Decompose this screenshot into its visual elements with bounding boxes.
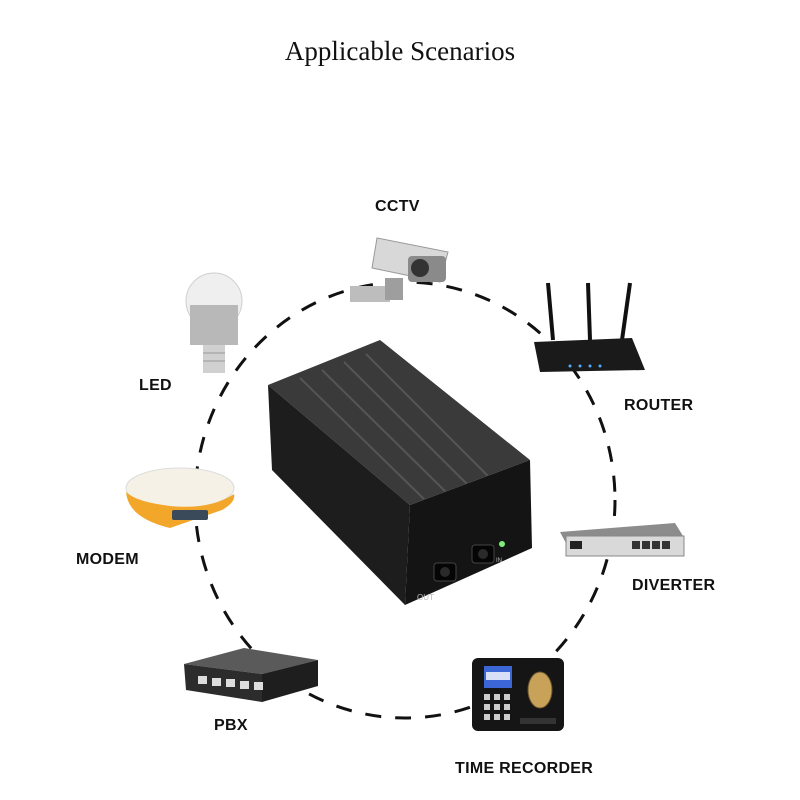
label-diverter: DIVERTER <box>632 577 716 594</box>
modem-icon <box>125 467 235 528</box>
fingerprint-time-recorder-icon <box>472 658 564 731</box>
port-in-label: IN <box>496 558 502 564</box>
page-title: Applicable Scenarios <box>284 36 516 66</box>
mini-ups-device: OUT IN <box>268 340 532 605</box>
label-router: ROUTER <box>624 397 694 414</box>
led-bulb-icon <box>185 272 243 373</box>
port-out-label: OUT <box>417 593 434 602</box>
cctv-camera-icon <box>350 237 449 302</box>
label-modem: MODEM <box>76 551 139 568</box>
label-pbx: PBX <box>214 717 248 734</box>
wifi-router-icon <box>534 282 645 372</box>
label-cctv: CCTV <box>375 198 420 215</box>
label-time-recorder: TIME RECORDER <box>455 760 594 777</box>
ethernet-switch-icon <box>184 648 318 702</box>
label-led: LED <box>139 377 172 394</box>
network-switch-icon <box>560 523 685 557</box>
